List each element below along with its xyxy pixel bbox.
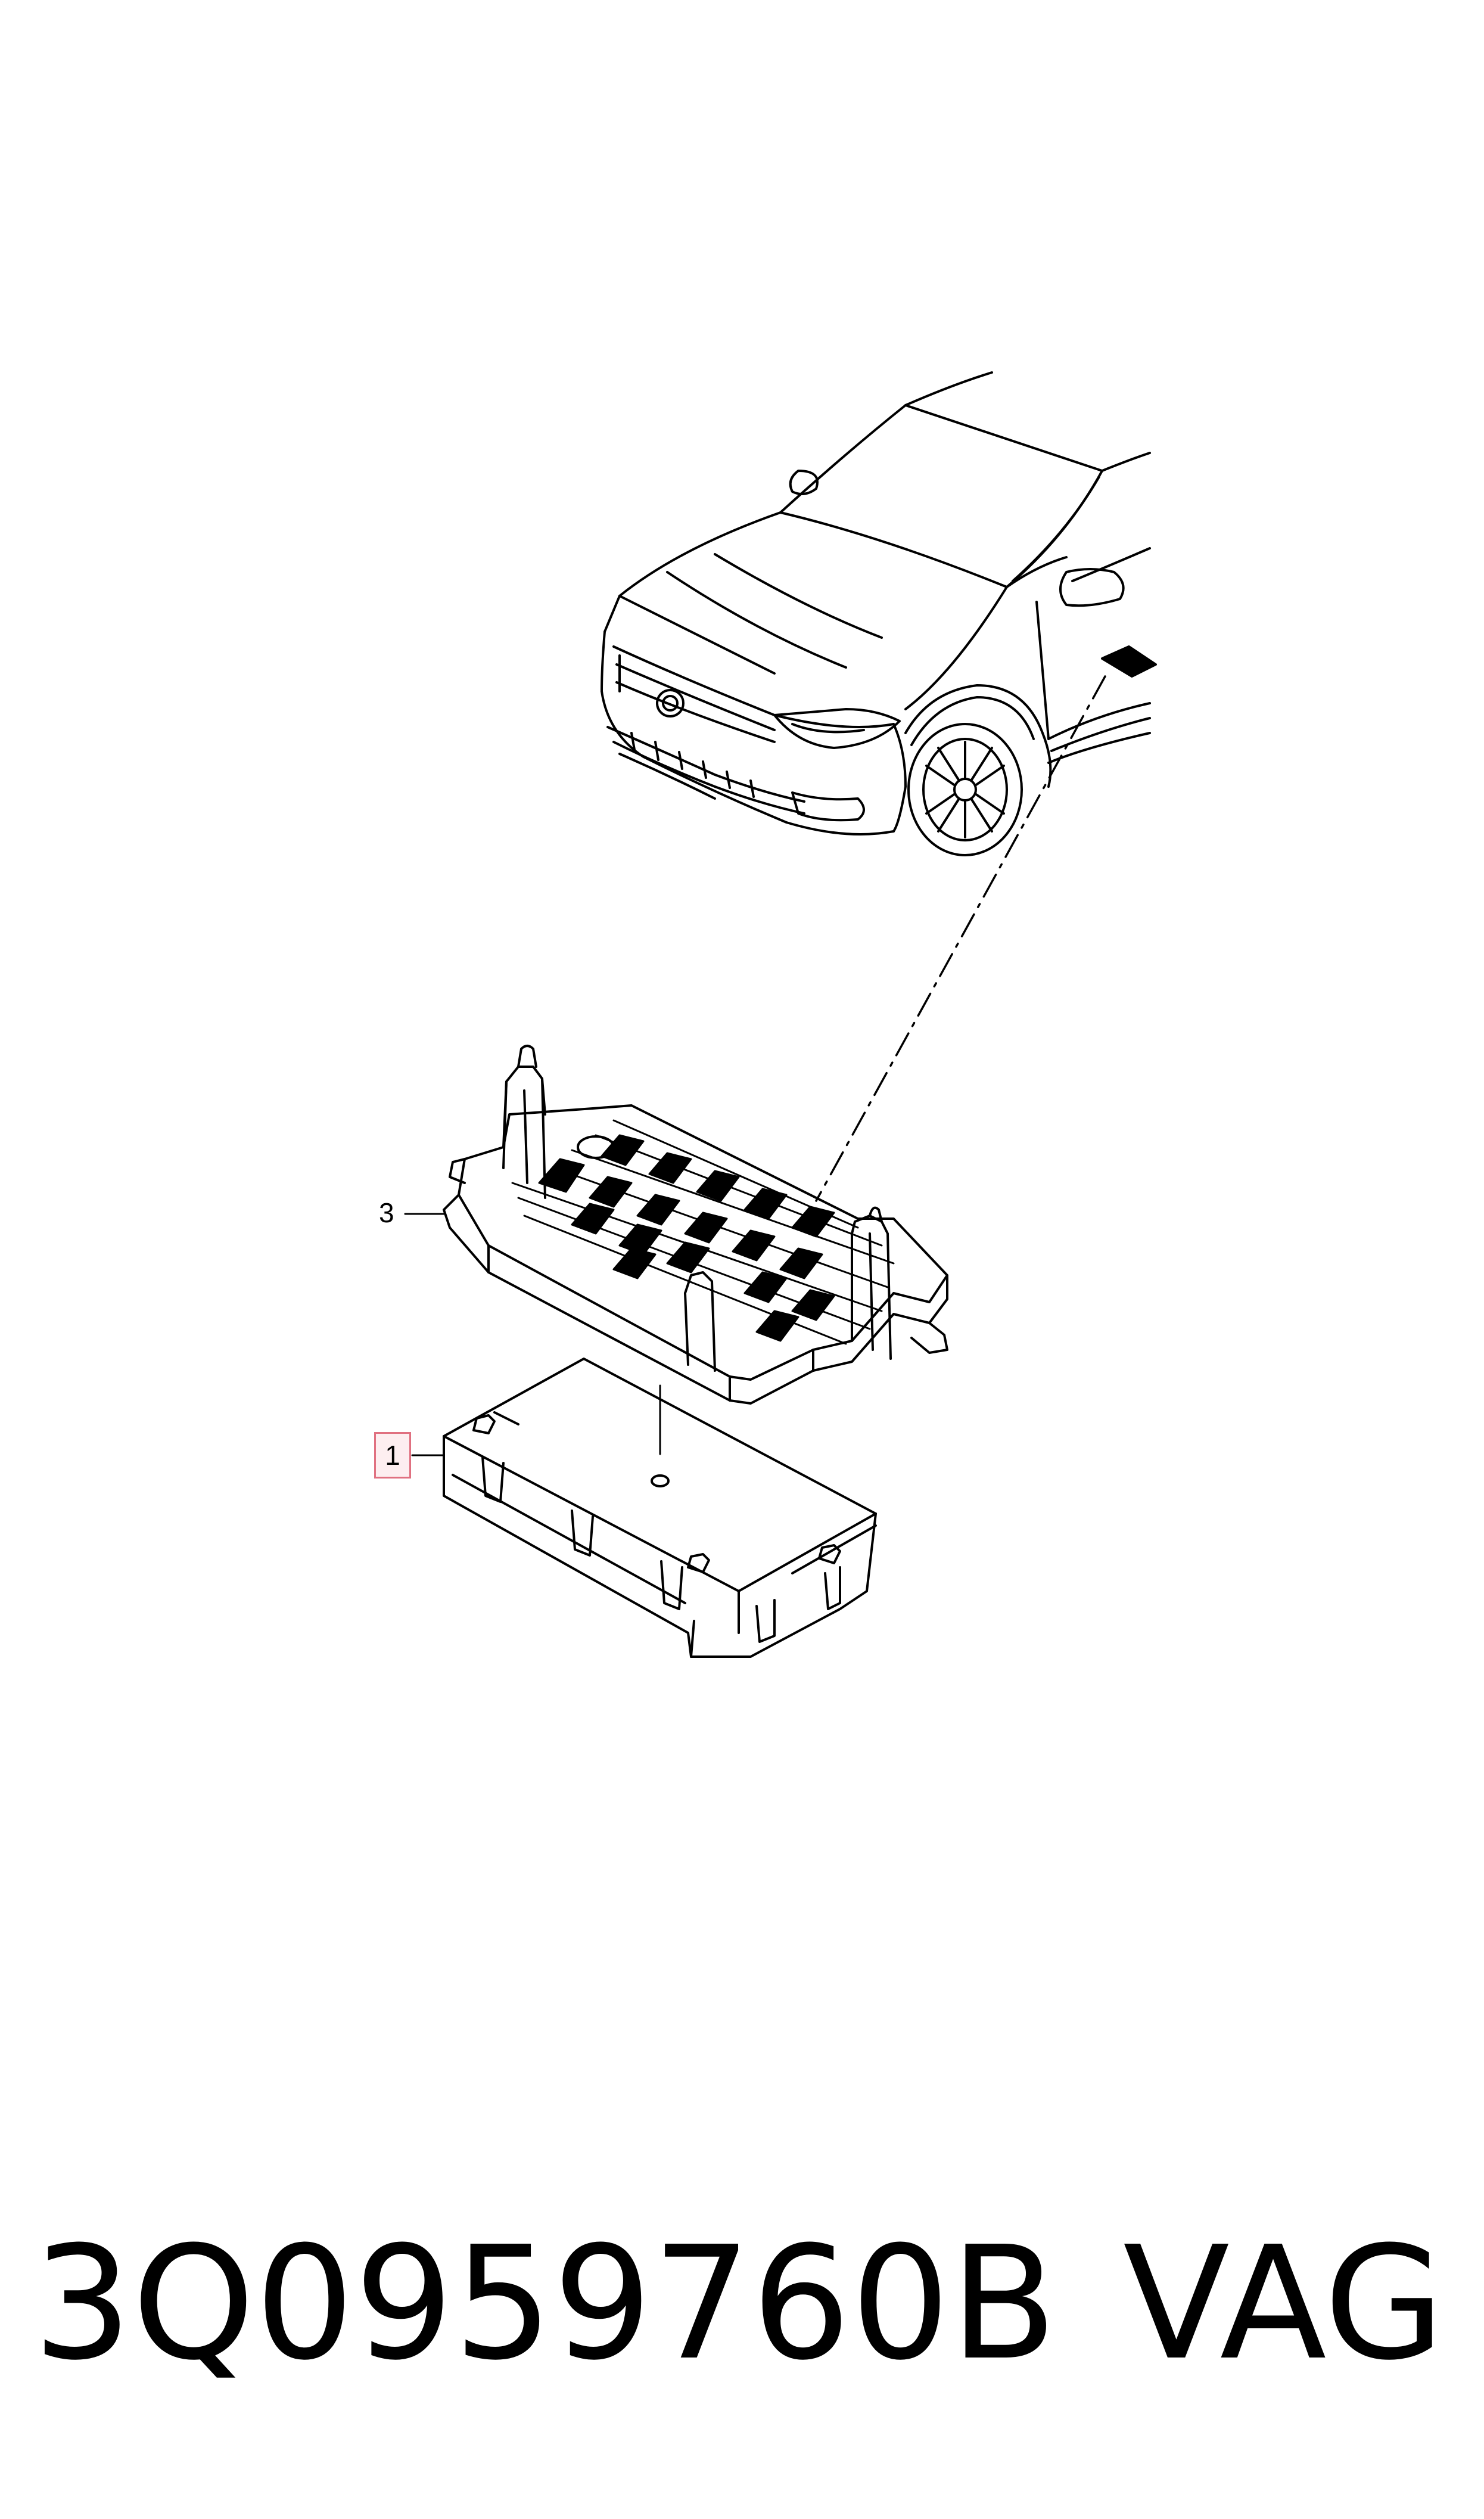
control-unit bbox=[443, 1358, 877, 1658]
part-number: 3Q0959760B bbox=[33, 2213, 1057, 2394]
vehicle-illustration bbox=[601, 371, 1157, 856]
callout-number-1-label: 1 bbox=[385, 1440, 400, 1471]
brand-name: VAG bbox=[1123, 2213, 1445, 2394]
location-leader-line bbox=[815, 675, 1106, 1202]
footer-caption: 3Q0959760B VAG bbox=[33, 2226, 1463, 2405]
callout-number-1-highlighted[interactable]: 1 bbox=[374, 1432, 411, 1479]
callout-number-3: 3 bbox=[379, 1197, 394, 1228]
holder-bracket bbox=[443, 1045, 948, 1405]
